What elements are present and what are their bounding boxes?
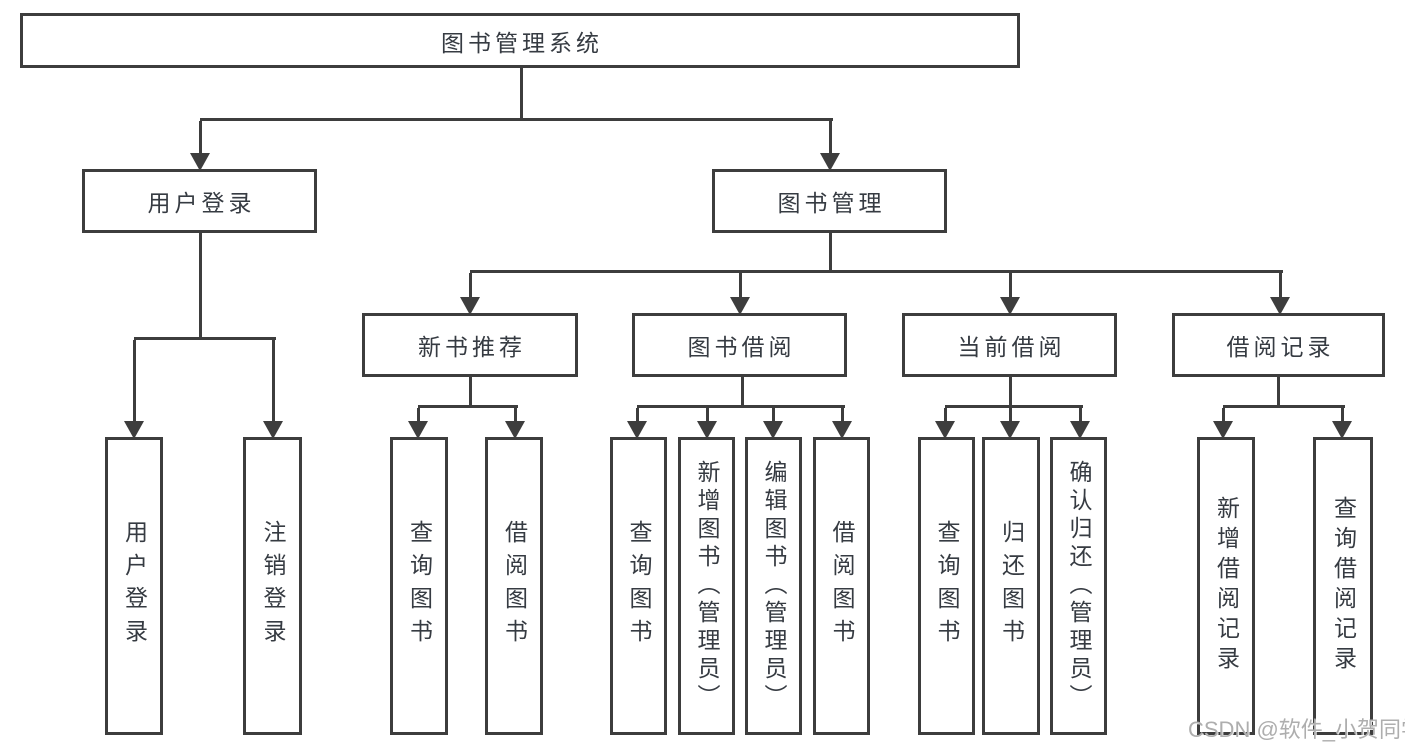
edge-arrow-stem xyxy=(636,408,639,421)
node-confirm-return-admin-label: 确认归还（管理员） xyxy=(1066,460,1092,712)
edge-arrow-stem xyxy=(706,408,709,421)
arrowhead-down-icon xyxy=(1000,421,1020,439)
edge-vline xyxy=(199,233,202,340)
edge-arrow-stem xyxy=(1009,273,1012,297)
node-book-management-label: 图书管理 xyxy=(777,190,886,216)
node-logout-login-label: 注销登录 xyxy=(260,520,286,652)
node-query-books-recommend-label: 查询图书 xyxy=(406,520,433,652)
edge-arrow-stem xyxy=(1079,408,1082,421)
node-confirm-return-admin: 确认归还（管理员） xyxy=(1050,437,1107,735)
node-user-login-branch: 用户登录 xyxy=(82,169,317,233)
edge-arrow-stem xyxy=(133,340,136,421)
node-borrow-records: 借阅记录 xyxy=(1172,313,1385,377)
edge-arrow-stem xyxy=(1341,408,1344,421)
node-borrow-books-recommend-label: 借阅图书 xyxy=(501,520,528,652)
edge-vline xyxy=(520,68,523,121)
node-query-books-borrow-label: 查询图书 xyxy=(626,520,652,652)
node-user-login-branch-label: 用户登录 xyxy=(147,190,256,216)
arrowhead-down-icon xyxy=(730,297,750,315)
node-borrow-books-recommend: 借阅图书 xyxy=(485,437,543,735)
edge-vline xyxy=(829,233,832,273)
arrowhead-down-icon xyxy=(1213,421,1233,439)
edge-vline xyxy=(469,377,472,408)
edge-arrow-stem xyxy=(1279,273,1282,297)
arrowhead-down-icon xyxy=(190,153,210,171)
arrowhead-down-icon xyxy=(505,421,525,439)
arrowhead-down-icon xyxy=(263,421,283,439)
node-new-book-recommend-label: 新书推荐 xyxy=(418,334,526,360)
node-current-borrow-label: 当前借阅 xyxy=(957,334,1066,360)
edge-arrow-stem xyxy=(841,408,844,421)
arrowhead-down-icon xyxy=(408,421,428,439)
edge-arrow-stem xyxy=(1009,408,1012,421)
arrowhead-down-icon xyxy=(935,421,955,439)
edge-hline xyxy=(470,270,1283,273)
node-query-borrow-record-label: 查询借阅记录 xyxy=(1330,496,1357,676)
node-query-books-recommend: 查询图书 xyxy=(390,437,448,735)
node-book-borrow: 图书借阅 xyxy=(632,313,847,377)
node-new-book-recommend: 新书推荐 xyxy=(362,313,578,377)
edge-arrow-stem xyxy=(272,340,275,421)
node-borrow-books-borrow: 借阅图书 xyxy=(813,437,870,735)
edge-arrow-stem xyxy=(1222,408,1225,421)
edge-hline xyxy=(945,405,1083,408)
node-root-label: 图书管理系统 xyxy=(441,29,603,56)
node-borrow-books-borrow-label: 借阅图书 xyxy=(829,520,855,652)
edge-arrow-stem xyxy=(739,273,742,297)
edge-vline xyxy=(1277,377,1280,408)
node-return-books-label: 归还图书 xyxy=(998,520,1025,652)
arrowhead-down-icon xyxy=(460,297,480,315)
node-current-borrow: 当前借阅 xyxy=(902,313,1117,377)
node-query-books-current-label: 查询图书 xyxy=(934,520,960,652)
node-query-books-borrow: 查询图书 xyxy=(610,437,667,735)
edge-arrow-stem xyxy=(944,408,947,421)
arrowhead-down-icon xyxy=(763,421,783,439)
node-borrow-records-label: 借阅记录 xyxy=(1226,334,1335,360)
edge-hline xyxy=(1223,405,1345,408)
node-add-books-admin-label: 新增图书（管理员） xyxy=(694,460,720,712)
edge-arrow-stem xyxy=(514,408,517,421)
edge-arrow-stem xyxy=(772,408,775,421)
node-root: 图书管理系统 xyxy=(20,13,1020,68)
node-book-borrow-label: 图书借阅 xyxy=(687,334,796,360)
node-add-borrow-record: 新增借阅记录 xyxy=(1197,437,1255,735)
edge-vline xyxy=(741,377,744,408)
csdn-watermark: CSDN @软件_小贺同学 xyxy=(1188,717,1405,742)
edge-hline xyxy=(134,337,276,340)
edge-arrow-stem xyxy=(199,121,202,153)
arrowhead-down-icon xyxy=(697,421,717,439)
node-query-books-current: 查询图书 xyxy=(918,437,975,735)
node-query-borrow-record: 查询借阅记录 xyxy=(1313,437,1373,735)
edge-hline xyxy=(200,118,833,121)
edge-arrow-stem xyxy=(469,273,472,297)
edge-vline xyxy=(1009,375,1012,408)
arrowhead-down-icon xyxy=(1332,421,1352,439)
edge-hline xyxy=(418,405,518,408)
node-book-management: 图书管理 xyxy=(712,169,947,233)
node-user-login-label: 用户登录 xyxy=(121,520,148,652)
arrowhead-down-icon xyxy=(124,421,144,439)
arrowhead-down-icon xyxy=(1270,297,1290,315)
node-edit-books-admin-label: 编辑图书（管理员） xyxy=(761,460,787,712)
node-add-borrow-record-label: 新增借阅记录 xyxy=(1213,496,1240,676)
arrowhead-down-icon xyxy=(1000,297,1020,315)
node-return-books: 归还图书 xyxy=(982,437,1040,735)
node-user-login: 用户登录 xyxy=(105,437,163,735)
edge-arrow-stem xyxy=(829,121,832,153)
arrowhead-down-icon xyxy=(627,421,647,439)
arrowhead-down-icon xyxy=(1070,421,1090,439)
arrowhead-down-icon xyxy=(832,421,852,439)
edge-arrow-stem xyxy=(417,408,420,421)
arrowhead-down-icon xyxy=(820,153,840,171)
node-logout-login: 注销登录 xyxy=(243,437,302,735)
node-add-books-admin: 新增图书（管理员） xyxy=(678,437,735,735)
node-edit-books-admin: 编辑图书（管理员） xyxy=(745,437,802,735)
